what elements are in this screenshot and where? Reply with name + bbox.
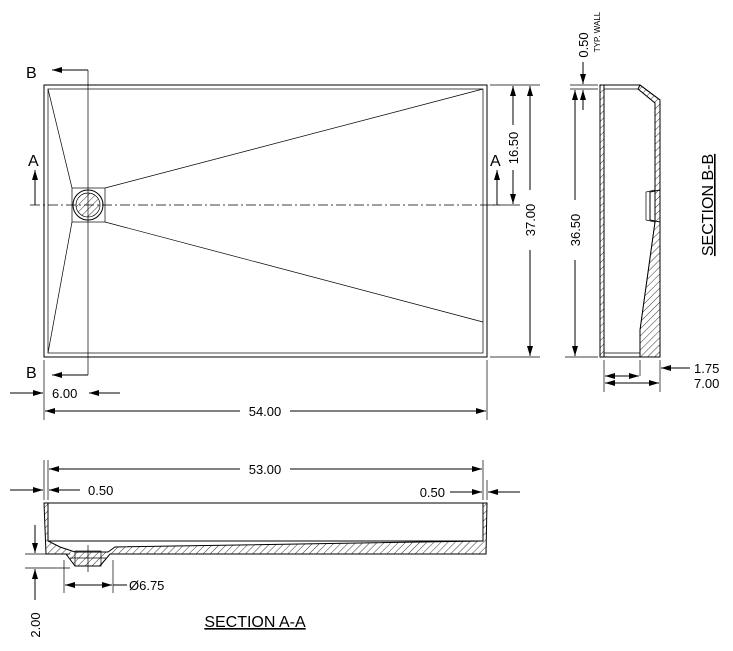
dim-width: 37.00 [523, 204, 538, 237]
dim-inner-length: 53.00 [249, 462, 282, 477]
dim-top: 1.75 [694, 361, 719, 376]
dim-height: 7.00 [694, 376, 719, 391]
dim-drain-offset: 6.00 [52, 386, 77, 401]
dim-wall-right: 0.50 [420, 485, 445, 500]
section-a-label-right: A [490, 153, 501, 170]
section-b-label-top: B [26, 65, 37, 82]
section-a-label-left: A [28, 153, 39, 170]
section-aa-title: SECTION A-A [204, 614, 306, 631]
dim-drain-depth: 2.00 [28, 612, 43, 637]
dim-length: 54.00 [249, 404, 282, 419]
section-bb-title: SECTION B-B [700, 154, 717, 256]
dim-drain-dia: Ø6.75 [129, 578, 164, 593]
dim-half-width: 16.50 [506, 132, 521, 165]
plan-view: B B A A 16.50 37.00 6.00 54.00 [10, 65, 540, 420]
dim-wall: 0.50 [576, 32, 591, 57]
wall-note: TYP. WALL [593, 11, 602, 52]
section-bb-view: 36.50 0.50 TYP. WALL 1.75 7.00 SECTION B… [565, 11, 719, 392]
inner-outline [47, 88, 484, 354]
outer-outline [43, 84, 488, 358]
section-aa-view: 53.00 0.50 0.50 2.00 Ø6.75 SECTION A-A [10, 460, 520, 638]
dim-wall-left: 0.50 [88, 483, 113, 498]
dim-inner-width: 36.50 [568, 214, 583, 247]
slope-lines [47, 88, 484, 354]
section-b-label-bottom: B [26, 365, 37, 382]
